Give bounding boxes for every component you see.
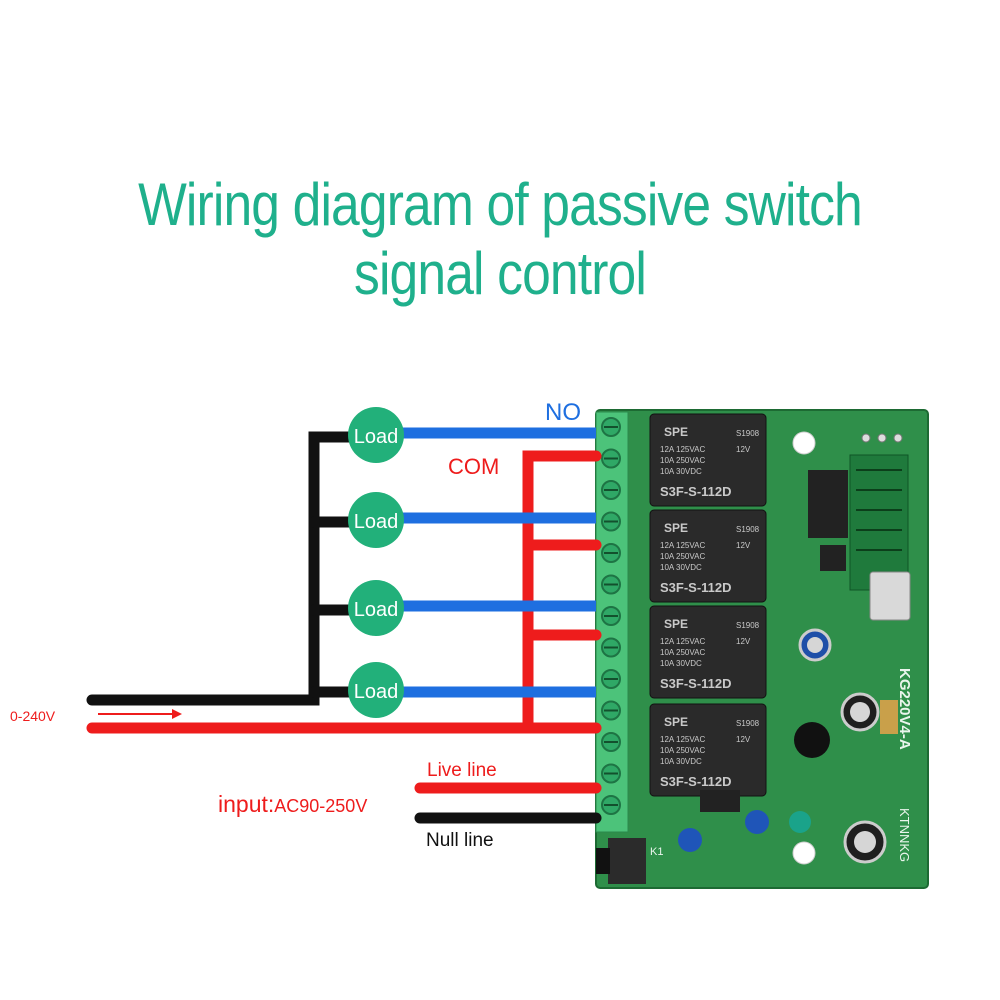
led: [789, 811, 811, 833]
relay-spec-3: 10A 30VDC: [660, 659, 702, 668]
relay-coil: 12V: [736, 637, 751, 646]
input-label: input:AC90-250V: [218, 791, 367, 817]
relay-spec-2: 10A 250VAC: [660, 746, 705, 755]
loads: Load Load Load Load: [348, 407, 404, 718]
terminal-screws: [601, 417, 621, 815]
relay-model: S3F-S-112D: [660, 774, 732, 789]
terminal-screw-icon: [601, 669, 621, 689]
relay-code: S1908: [736, 719, 760, 728]
relay-coil: 12V: [736, 735, 751, 744]
relay-spec-2: 10A 250VAC: [660, 648, 705, 657]
relay-brand: SPE: [664, 617, 688, 631]
input-value: AC90-250V: [274, 796, 367, 816]
relay-spec-3: 10A 30VDC: [660, 563, 702, 572]
board-model: KG220V4-A: [896, 668, 913, 750]
capacitor-icon: [840, 692, 880, 732]
mount-hole-bottom: [792, 841, 816, 865]
load-circle-icon: [348, 662, 404, 718]
terminal-screw-icon: [601, 543, 621, 563]
neutral-bus: [86, 431, 358, 706]
terminal-screw-icon: [601, 511, 621, 532]
no-wires: [398, 427, 596, 698]
push-button-icon[interactable]: [596, 838, 646, 884]
relay-spec-3: 10A 30VDC: [660, 467, 702, 476]
regulator: [700, 790, 740, 812]
terminal-screw-icon: [601, 448, 621, 469]
relay-model: S3F-S-112D: [660, 484, 732, 499]
wires: [86, 427, 602, 824]
terminal-screw-icon: [601, 637, 621, 658]
null-line-label: Null line: [426, 830, 494, 851]
live-line-label: Live line: [427, 760, 497, 781]
com-bus: [86, 450, 602, 734]
relay-icon: SPE S1908 12A 125VAC 12V 10A 250VAC 10A 30VDC…: [649, 703, 767, 797]
relay-brand: SPE: [664, 521, 688, 535]
ic-chip-small: [820, 545, 846, 571]
range-label: 0-240V: [10, 708, 56, 724]
relay-spec-1: 12A 125VAC: [660, 445, 705, 454]
load-label: Load: [354, 599, 399, 621]
relay-code: S1908: [736, 621, 760, 630]
relay-icon: SPE S1908 12A 125VAC 12V 10A 250VAC 10A 30VDC…: [649, 605, 767, 699]
button-label: K1: [650, 846, 663, 858]
capacitor-icon: [798, 628, 832, 662]
terminal-screw-icon: [601, 732, 621, 752]
terminal-screw-icon: [601, 480, 621, 500]
relay-spec-1: 12A 125VAC: [660, 735, 705, 744]
load-3: Load: [348, 580, 404, 636]
terminal-screw-icon: [601, 606, 621, 626]
relay-brand: SPE: [664, 425, 688, 439]
relay-icon: SPE S1908 12A 125VAC 12V 10A 250VAC 10A 30VDC…: [649, 509, 767, 603]
load-label: Load: [354, 426, 399, 448]
relay-model: S3F-S-112D: [660, 580, 732, 595]
terminal-screw-icon: [601, 574, 621, 595]
board-brand: KTNNKG: [897, 808, 912, 862]
load-2: Load: [348, 492, 404, 548]
load-circle-icon: [348, 580, 404, 636]
relay-code: S1908: [736, 429, 760, 438]
load-label: Load: [354, 681, 399, 703]
relay-board: SPE S1908 12A 125VAC 12V 10A 250VAC 10A 30VDC…: [595, 409, 929, 889]
no-label: NO: [545, 399, 581, 426]
relays: SPE S1908 12A 125VAC 12V 10A 250VAC 10A 30VDC…: [649, 413, 767, 797]
load-circle-icon: [348, 407, 404, 463]
arrow-right-icon: [98, 709, 182, 719]
load-4: Load: [348, 662, 404, 718]
ceramic-cap: [745, 810, 769, 834]
relay-coil: 12V: [736, 541, 751, 550]
com-label: COM: [448, 454, 499, 479]
page-title: Wiring diagram of passive switch signal …: [138, 171, 863, 307]
input-prefix: input:: [218, 791, 274, 817]
relay-spec-1: 12A 125VAC: [660, 637, 705, 646]
relay-brand: SPE: [664, 715, 688, 729]
terminal-screw-icon: [601, 700, 621, 721]
relay-spec-3: 10A 30VDC: [660, 757, 702, 766]
terminal-screw-icon: [601, 417, 621, 437]
crystal: [869, 571, 911, 621]
relay-model: S3F-S-112D: [660, 676, 732, 691]
ic-chip: [808, 470, 848, 538]
transistor: [794, 722, 830, 758]
terminal-screw-icon: [601, 763, 621, 784]
capacitor-tan: [880, 700, 898, 734]
load-1: Load: [348, 407, 404, 463]
mount-hole-top: [792, 431, 816, 455]
load-label: Load: [354, 511, 399, 533]
relay-spec-2: 10A 250VAC: [660, 456, 705, 465]
relay-code: S1908: [736, 525, 760, 534]
load-circle-icon: [348, 492, 404, 548]
relay-coil: 12V: [736, 445, 751, 454]
capacitor-icon: [843, 820, 887, 864]
relay-spec-1: 12A 125VAC: [660, 541, 705, 550]
relay-spec-2: 10A 250VAC: [660, 552, 705, 561]
ceramic-cap: [678, 828, 702, 852]
terminal-screw-icon: [601, 795, 621, 815]
relay-icon: SPE S1908 12A 125VAC 12V 10A 250VAC 10A 30VDC…: [649, 413, 767, 507]
rf-module: [849, 454, 909, 591]
